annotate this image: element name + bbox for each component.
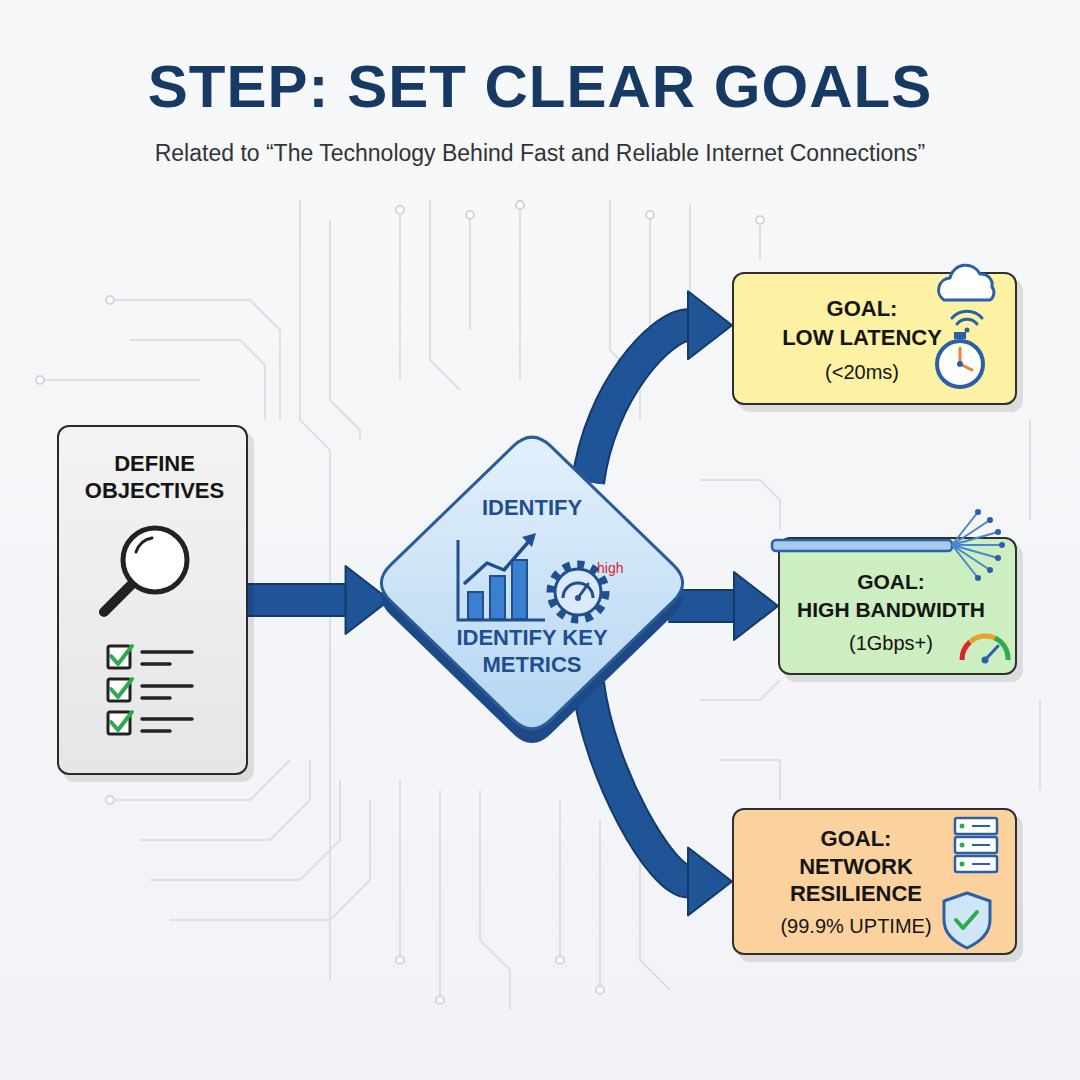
flow-arrow bbox=[588, 291, 732, 482]
arrow-shaft bbox=[588, 325, 688, 482]
arrow-shaft bbox=[248, 585, 346, 615]
arrow-shaft-outline bbox=[588, 325, 688, 482]
arrow-head bbox=[688, 291, 732, 359]
node-text: HIGH BANDWIDTH bbox=[782, 597, 1000, 623]
node-text: DEFINE OBJECTIVES bbox=[67, 451, 242, 505]
diagram-title: STEP: SET CLEAR GOALS bbox=[0, 52, 1080, 121]
flow-arrow bbox=[668, 572, 778, 640]
shield-icon bbox=[944, 893, 990, 948]
node-text: IDENTIFY KEY METRICS bbox=[452, 625, 612, 679]
process-box: DEFINE OBJECTIVES bbox=[57, 425, 248, 775]
diagram-subtitle: Related to “The Technology Behind Fast a… bbox=[0, 140, 1080, 167]
cloud-wifi-icon bbox=[939, 265, 994, 332]
speed-gauge-icon bbox=[962, 636, 1008, 664]
arrow-shaft-outline bbox=[248, 583, 346, 617]
bar-chart-icon bbox=[458, 533, 545, 620]
node-text: (99.9% UPTIME) bbox=[736, 914, 976, 938]
decision-diamond: IDENTIFY IDENTIFY KEY METRICS bbox=[362, 418, 702, 748]
node-text: (1Gbps+) bbox=[784, 631, 998, 655]
arrow-head bbox=[734, 572, 778, 640]
node-text: (<20ms) bbox=[744, 360, 980, 384]
flow-arrow bbox=[248, 566, 390, 634]
diamond-face bbox=[381, 437, 682, 729]
node-text: NETWORK RESILIENCE bbox=[746, 854, 966, 908]
stopwatch-icon bbox=[937, 332, 983, 387]
arrow-shaft bbox=[588, 684, 688, 882]
goal-box: GOAL:NETWORK RESILIENCE (99.9% UPTIME) bbox=[732, 808, 1017, 955]
node-text: GOAL: bbox=[784, 569, 998, 595]
goal-box: GOAL:HIGH BANDWIDTH (1Gbps+) bbox=[778, 537, 1017, 675]
node-text: GOAL: bbox=[746, 826, 966, 853]
circuit-pads bbox=[36, 201, 764, 1004]
diamond-outline bbox=[362, 418, 702, 748]
node-text: GOAL: bbox=[744, 296, 980, 323]
magnifier-icon bbox=[104, 528, 187, 612]
circuit-traces bbox=[40, 200, 1040, 1010]
node-text: LOW LATENCY bbox=[744, 325, 980, 352]
server-rack-icon bbox=[955, 818, 997, 872]
arrow-head bbox=[688, 848, 732, 916]
fiber-cable-icon bbox=[772, 509, 1005, 581]
goal-box: GOAL:LOW LATENCY (<20ms) bbox=[732, 272, 1017, 405]
flow-arrow bbox=[588, 684, 732, 916]
gear-gauge-icon bbox=[551, 565, 605, 619]
node-text: IDENTIFY bbox=[452, 495, 612, 522]
arrow-shaft-outline bbox=[588, 684, 688, 882]
checklist-icon bbox=[108, 646, 192, 734]
